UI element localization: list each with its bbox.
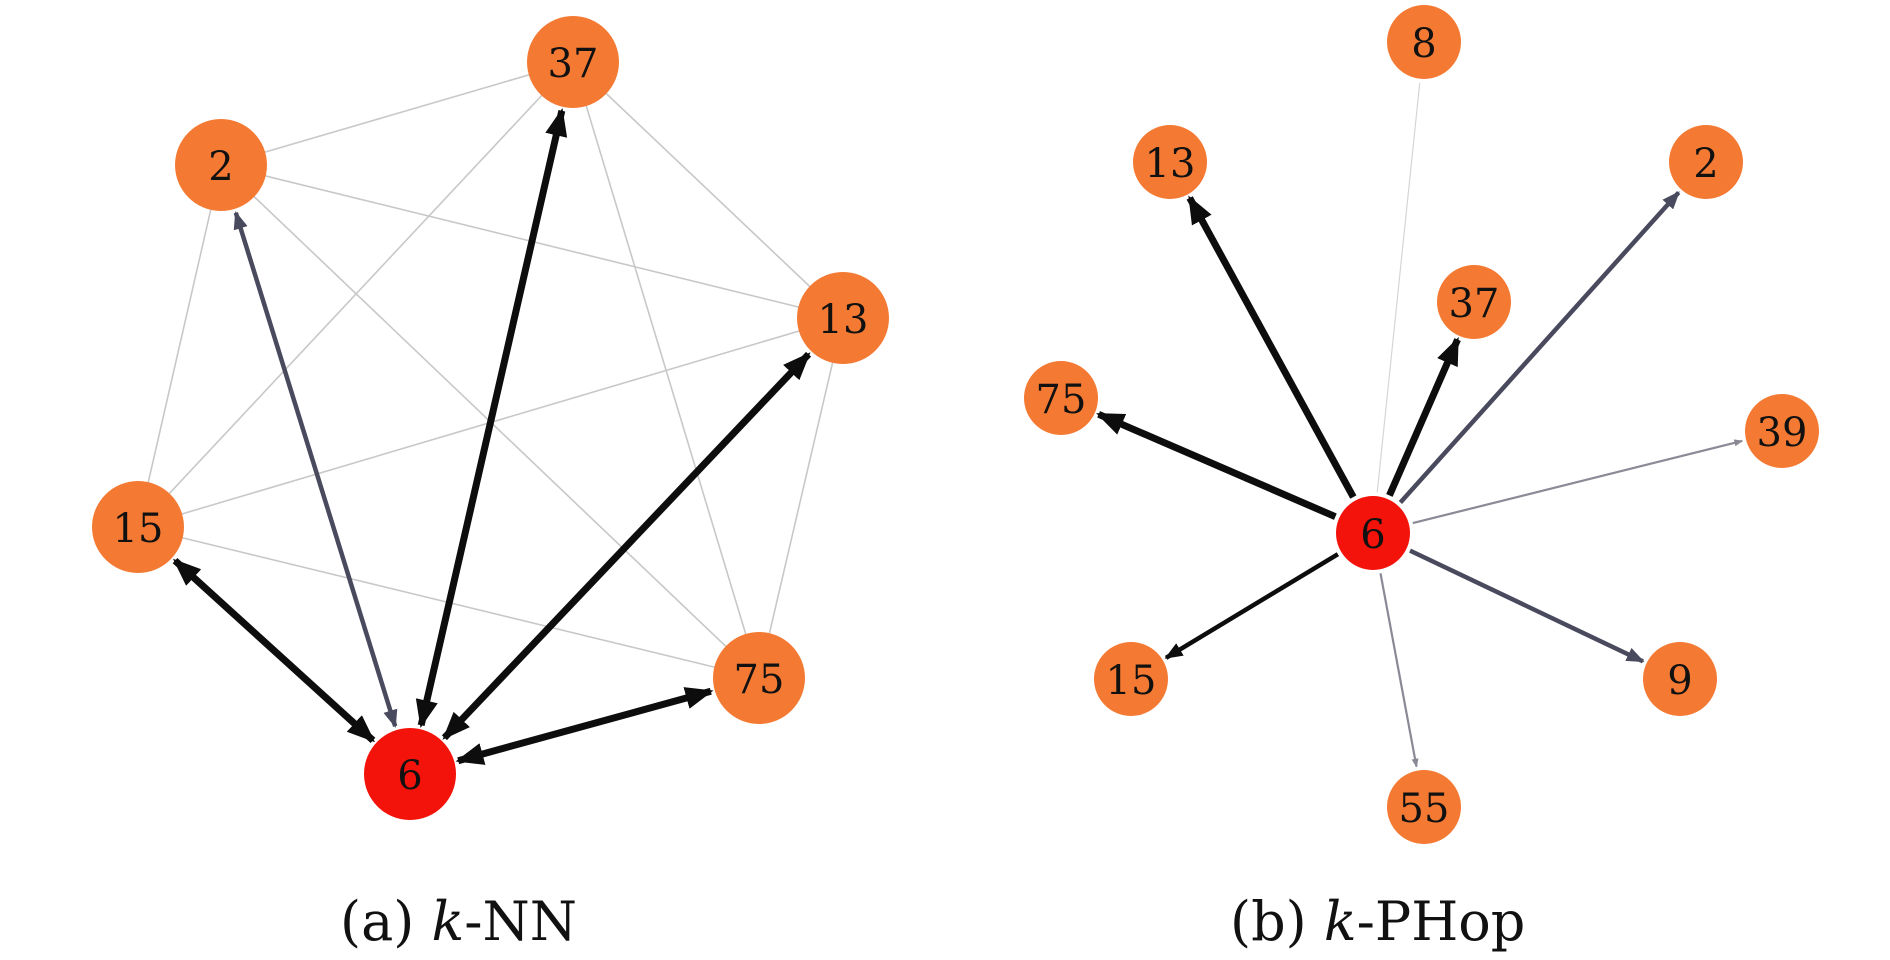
- edge-6-to-39: [1412, 439, 1744, 525]
- edge-layer: [1096, 82, 1744, 768]
- edge-6-to-15: [172, 558, 376, 743]
- node-circle: [1094, 642, 1168, 716]
- node-39: 39: [1745, 394, 1819, 468]
- node-15: 15: [1094, 642, 1168, 716]
- node-label: 13: [818, 297, 869, 343]
- node-label: 9: [1667, 658, 1692, 704]
- panel-a-knn-graph: 37 2 13 15 75 6: [92, 16, 889, 820]
- caption-b-prefix: (b): [1230, 890, 1324, 953]
- caption-b-method: -PHop: [1356, 890, 1526, 953]
- edge-6-to-9: [1409, 548, 1645, 664]
- node-circle: [1133, 125, 1207, 199]
- node-label: 37: [1449, 281, 1500, 327]
- caption-b: (b) k-PHop: [1230, 890, 1525, 953]
- node-circle: [364, 728, 456, 820]
- node-9: 9: [1643, 642, 1717, 716]
- node-37: 37: [1437, 265, 1511, 339]
- node-label: 13: [1145, 141, 1196, 187]
- edge-2-15: [137, 164, 222, 528]
- node-circle: [175, 119, 267, 211]
- edge-37-13: [572, 61, 844, 319]
- caption-a: (a) k-NN: [340, 890, 577, 953]
- node-label: 6: [397, 753, 422, 799]
- edge-6-to-2: [1398, 191, 1681, 504]
- node-2: 2: [175, 119, 267, 211]
- node-layer: 8 13 2 37 75 39 6 15 9 55: [1024, 5, 1819, 844]
- node-label: 6: [1360, 512, 1385, 558]
- node-75: 75: [713, 632, 805, 724]
- node-circle: [527, 16, 619, 108]
- node-13: 13: [797, 272, 889, 364]
- edge-6-to-75: [1096, 411, 1337, 520]
- node-label: 15: [1106, 658, 1157, 704]
- caption-a-prefix: (a): [340, 890, 432, 953]
- node-circle: [1669, 125, 1743, 199]
- node-layer: 37 2 13 15 75 6: [92, 16, 889, 820]
- node-label: 2: [1693, 141, 1718, 187]
- node-circle: [713, 632, 805, 724]
- node-label: 39: [1757, 410, 1808, 456]
- node-circle: [92, 481, 184, 573]
- node-circle: [1643, 642, 1717, 716]
- node-label: 2: [208, 144, 233, 190]
- node-circle: [1336, 496, 1410, 570]
- node-circle: [1437, 265, 1511, 339]
- node-label: 75: [1036, 377, 1087, 423]
- panel-b-kphop-graph: 8 13 2 37 75 39 6 15 9 55: [1024, 5, 1819, 844]
- edge-6-to-13: [1186, 195, 1357, 499]
- node-55: 55: [1387, 770, 1461, 844]
- edge-6-to-13: [441, 351, 812, 741]
- edge-layer: [137, 61, 844, 765]
- node-label: 8: [1411, 21, 1436, 67]
- node-label: 55: [1399, 786, 1450, 832]
- node-13: 13: [1133, 125, 1207, 199]
- node-circle: [1024, 361, 1098, 435]
- caption-a-method: -NN: [464, 890, 577, 953]
- node-15: 15: [92, 481, 184, 573]
- edge-6-to-75: [455, 687, 714, 765]
- node-circle: [797, 272, 889, 364]
- node-6: 6: [364, 728, 456, 820]
- caption-a-k: k: [431, 890, 465, 953]
- node-2: 2: [1669, 125, 1743, 199]
- caption-b-k: k: [1323, 890, 1357, 953]
- node-circle: [1745, 394, 1819, 468]
- node-75: 75: [1024, 361, 1098, 435]
- node-label: 75: [734, 657, 785, 703]
- node-circle: [1387, 770, 1461, 844]
- node-37: 37: [527, 16, 619, 108]
- edge-13-75: [758, 317, 844, 679]
- node-6: 6: [1336, 496, 1410, 570]
- edge-6-to-15: [1164, 552, 1340, 660]
- node-label: 37: [548, 41, 599, 87]
- edge-6-to-55: [1379, 573, 1419, 768]
- edge-2-37: [220, 61, 574, 166]
- edge-6-to-8: [1376, 82, 1421, 493]
- edge-6-to-2: [233, 211, 398, 728]
- edge-6-to-37: [1386, 337, 1461, 497]
- node-8: 8: [1387, 5, 1461, 79]
- node-label: 15: [113, 506, 164, 552]
- node-circle: [1387, 5, 1461, 79]
